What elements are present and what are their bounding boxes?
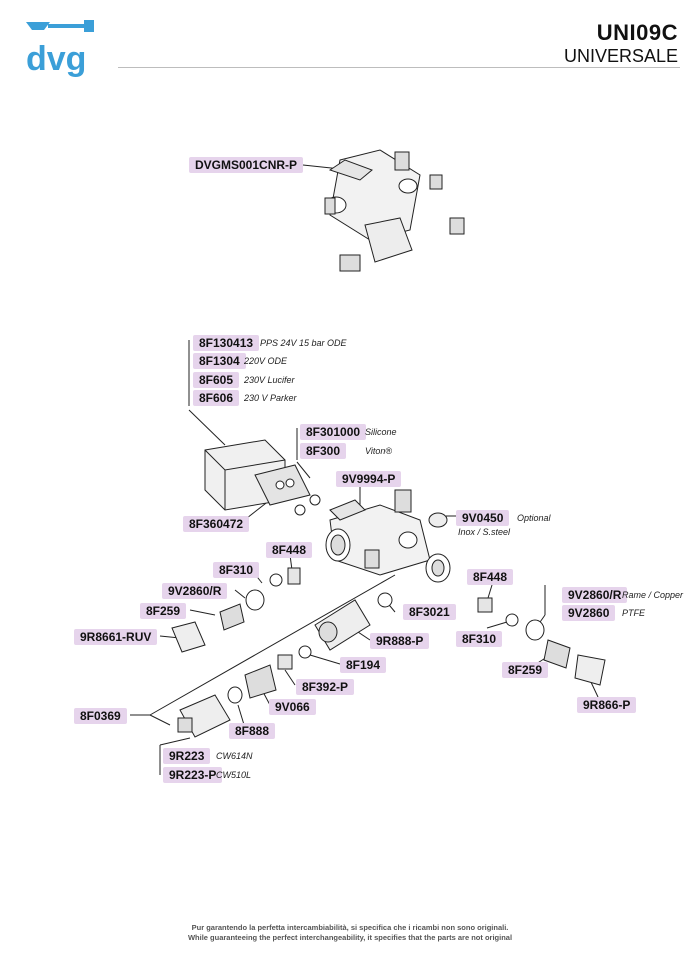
label-body: 9V9994-P	[336, 471, 402, 487]
model-name: UNIVERSALE	[563, 46, 678, 66]
label-coil-4: 8F606	[193, 390, 240, 406]
dvg-logo: dvg	[22, 18, 98, 85]
assembly-drawing	[324, 149, 465, 272]
label-8f888: 8F888	[229, 723, 276, 739]
header-divider	[118, 67, 680, 68]
label-right-9v2860: 9V2860	[562, 605, 616, 621]
label-seal-1: 8F301000	[300, 424, 367, 440]
model-code: UNI09C	[596, 20, 678, 45]
label-9r223: 9R223	[163, 748, 211, 764]
note-plug: Optional	[517, 513, 551, 523]
label-left-9r8661: 9R8661-RUV	[74, 629, 158, 645]
label-assembly: DVGMS001CNR-P	[189, 157, 304, 173]
logo-text: dvg	[26, 40, 86, 78]
label-8f392p: 8F392-P	[296, 679, 355, 695]
label-right-9v2860r: 9V2860/R	[562, 587, 628, 603]
note-coil-2: 220V ODE	[244, 356, 288, 366]
label-9v066: 9V066	[269, 699, 316, 715]
footer-disclaimer-en: While guaranteeing the perfect interchan…	[187, 933, 513, 942]
note-seal-1: Silicone	[365, 427, 397, 437]
label-coil-1: 8F130413	[193, 335, 260, 351]
label-8f0369: 8F0369	[74, 708, 127, 724]
note-coil-3: 230V Lucifer	[244, 375, 295, 385]
label-right-8f259: 8F259	[502, 662, 549, 678]
note-seal-2: Viton®	[365, 446, 392, 456]
label-left-9v2860r: 9V2860/R	[162, 583, 228, 599]
valve-body-drawing	[325, 489, 451, 583]
label-9r888p: 9R888-P	[370, 633, 430, 649]
note-9r223: CW614N	[216, 751, 253, 761]
note-right-9v2860r: Rame / Copper	[622, 590, 684, 600]
footer-disclaimer-it: Pur garantendo la perfetta intercambiabi…	[191, 923, 509, 932]
note-coil-4: 230 V Parker	[244, 393, 297, 403]
label-right-8f448: 8F448	[467, 569, 514, 585]
label-coil-3: 8F605	[193, 372, 240, 388]
label-right-8f310: 8F310	[456, 631, 503, 647]
note-9r223p: CW510L	[216, 770, 252, 780]
label-left-8f259: 8F259	[140, 603, 187, 619]
label-left-8f310: 8F310	[213, 562, 260, 578]
label-right-9r866p: 9R866-P	[577, 697, 637, 713]
label-left-8f448: 8F448	[266, 542, 313, 558]
leader-coil	[188, 409, 226, 446]
note-plug-material: Inox / S.steel	[458, 527, 511, 537]
note-coil-1: PPS 24V 15 bar ODE	[260, 338, 347, 348]
label-8f194: 8F194	[340, 657, 387, 673]
left-parts-drawing	[171, 567, 393, 738]
coil-drawing	[204, 439, 321, 516]
right-parts-drawing	[477, 597, 606, 686]
label-plug: 9V0450	[456, 510, 510, 526]
label-valve-body: 8F360472	[183, 516, 250, 532]
label-8f3021: 8F3021	[403, 604, 456, 620]
note-right-9v2860: PTFE	[622, 608, 646, 618]
label-coil-2: 8F1304	[193, 353, 246, 369]
label-9r223p: 9R223-P	[163, 767, 223, 783]
label-seal-2: 8F300	[300, 443, 347, 459]
